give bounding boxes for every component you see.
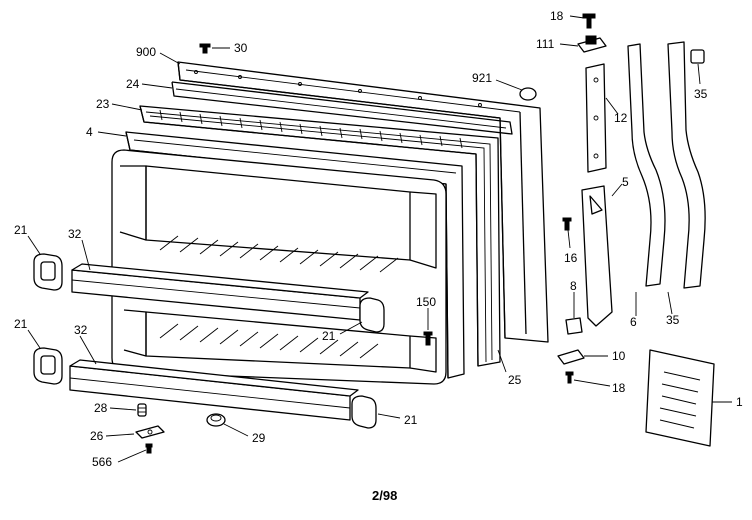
gasket-hatching	[159, 109, 463, 149]
callout-32-lower: 32	[74, 323, 88, 337]
callout-21-lower-left: 21	[14, 317, 28, 331]
end-cap-right-upper	[359, 297, 385, 333]
plug-921	[519, 87, 537, 101]
screw-18-bottom	[565, 371, 574, 384]
callout-566: 566	[92, 455, 112, 469]
callout-23: 23	[96, 97, 110, 111]
callout-21-lower-right: 21	[404, 413, 418, 427]
callout-12: 12	[614, 111, 628, 125]
callout-26: 26	[90, 429, 104, 443]
screw-150	[423, 331, 433, 346]
callout-150: 150	[416, 295, 436, 309]
door-gasket	[139, 105, 501, 367]
callout-921: 921	[472, 71, 492, 85]
callout-4: 4	[86, 125, 93, 139]
callout-24: 24	[126, 77, 140, 91]
callout-21-upper-left: 21	[14, 223, 28, 237]
screw-16	[562, 217, 572, 231]
callout-35-top: 35	[694, 87, 708, 101]
manual-booklet-1	[645, 349, 715, 447]
door-outer-panel	[177, 61, 549, 343]
callout-32-upper: 32	[68, 227, 82, 241]
hinge-bracket-12	[585, 63, 607, 173]
callout-30: 30	[234, 41, 248, 55]
callout-1: 1	[736, 395, 743, 409]
end-cap-left-upper	[33, 253, 63, 291]
door-strap-6	[627, 43, 666, 287]
callout-35-bottom: 35	[666, 313, 680, 327]
callout-28: 28	[94, 401, 108, 415]
callout-5: 5	[622, 175, 629, 189]
callout-29: 29	[252, 431, 266, 445]
hinge-10	[557, 349, 585, 365]
bracket-26	[135, 425, 165, 439]
diagram-date-label: 2/98	[372, 488, 397, 503]
callout-18-top: 18	[550, 9, 564, 23]
lower-shelf-bar	[69, 359, 359, 421]
clip-8	[565, 317, 583, 335]
callout-111: 111	[536, 37, 555, 51]
screw-30	[199, 43, 211, 54]
door-strap-35	[667, 41, 706, 289]
hinge-bracket-5	[581, 185, 613, 327]
cap-29	[206, 413, 226, 427]
lower-shelf-ribs	[159, 323, 379, 359]
hinge-pin-111	[577, 35, 607, 53]
spring-28	[137, 403, 147, 417]
end-cap-right-lower	[351, 395, 377, 429]
screw-18-top	[582, 13, 596, 29]
door-liner	[111, 149, 447, 385]
upper-shelf-ribs	[159, 235, 399, 273]
callout-25: 25	[508, 373, 522, 387]
callout-900: 900	[136, 45, 156, 59]
breaker-strip	[171, 81, 513, 135]
callout-21-middle: 21	[322, 329, 336, 343]
leader-lines	[27, 15, 732, 463]
callout-8: 8	[570, 279, 577, 293]
callout-6: 6	[630, 315, 637, 329]
callout-10: 10	[612, 349, 626, 363]
screw-566	[145, 443, 153, 454]
callout-18-bottom: 18	[612, 381, 626, 395]
callout-16: 16	[564, 251, 578, 265]
callout-labels: 900 30 24 23 4 921 18 111 35 12 5 16 21 …	[14, 9, 743, 469]
end-cap-left-lower	[33, 347, 63, 385]
plug-35	[690, 49, 705, 64]
